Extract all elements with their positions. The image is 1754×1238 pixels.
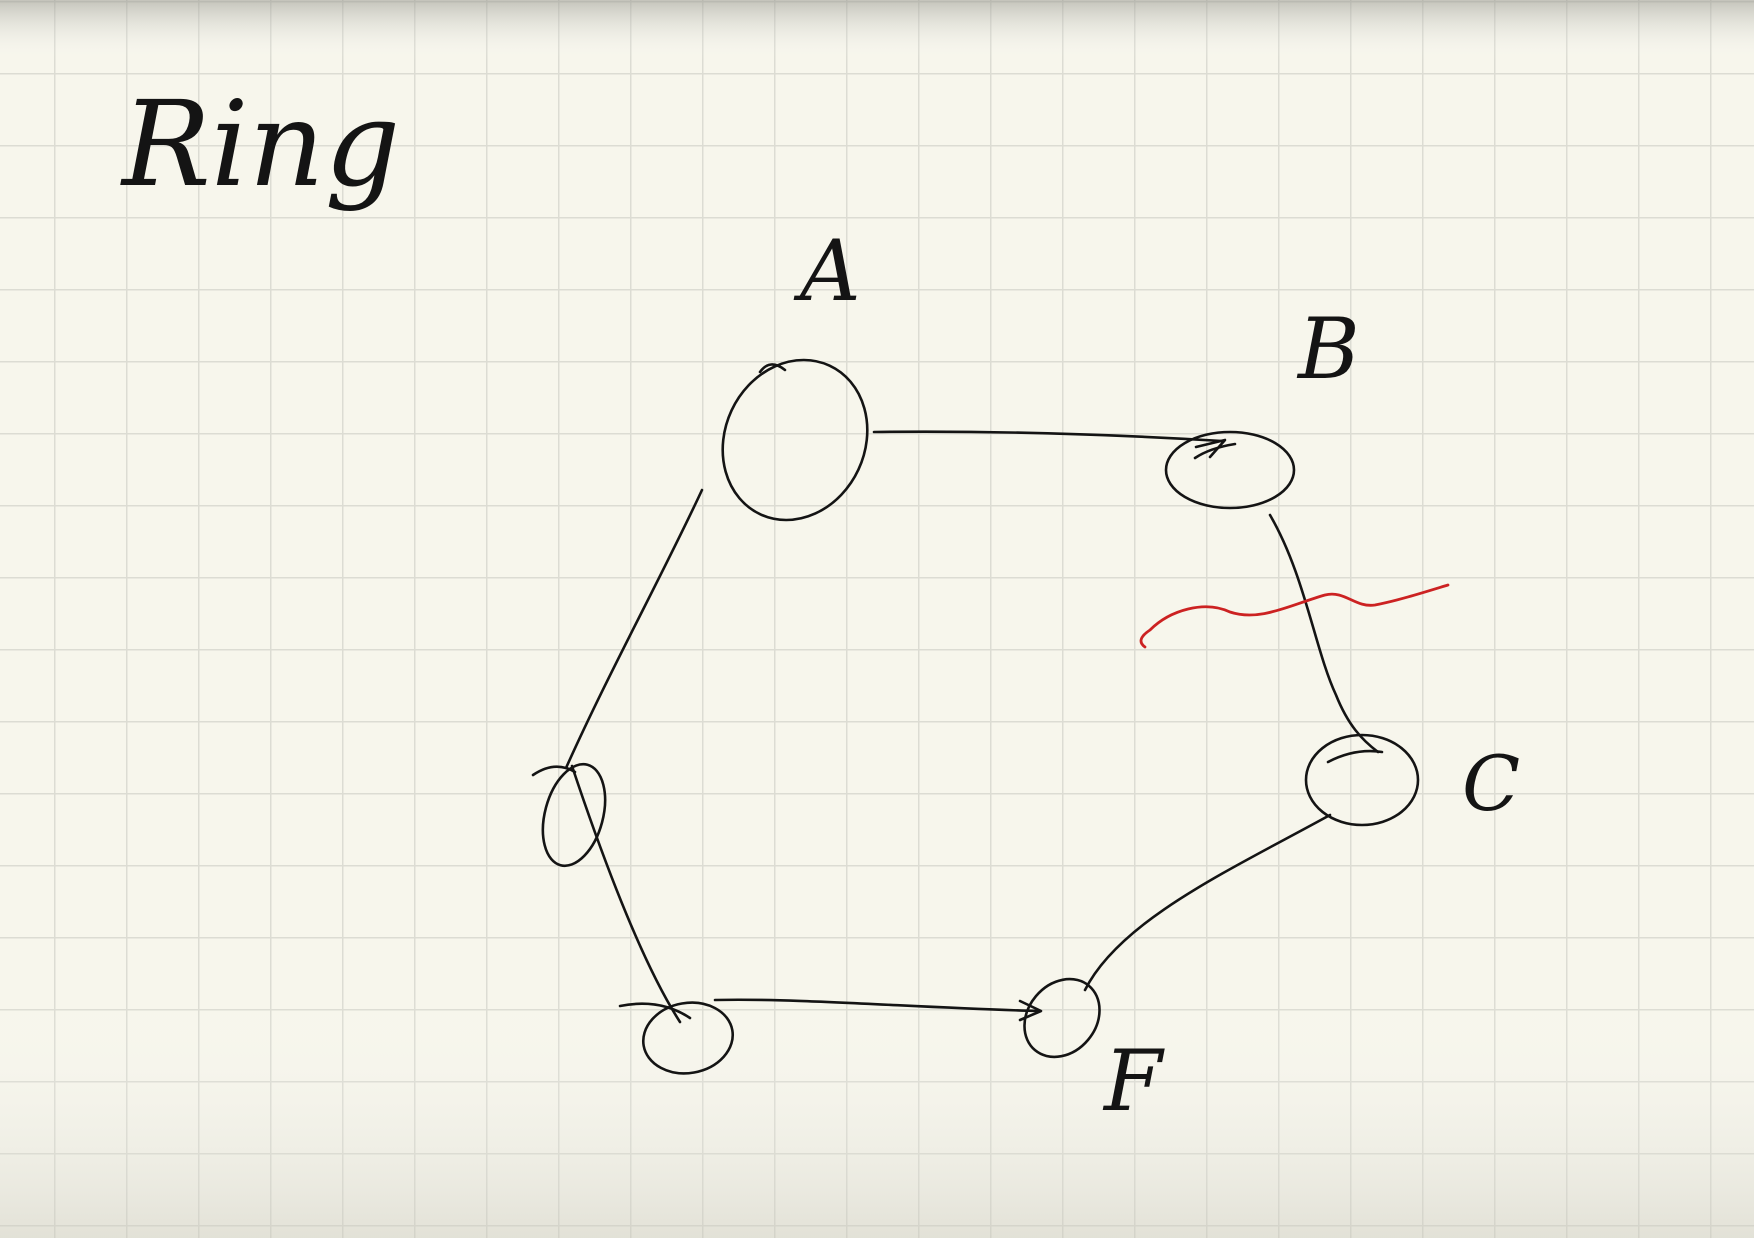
node-e-stroke — [618, 1002, 692, 1020]
node-label-f: F — [1102, 1032, 1165, 1130]
node-a-tick — [758, 363, 787, 374]
node-label-a: A — [793, 222, 861, 320]
node-c — [1304, 733, 1420, 827]
edge-a-b-arrowhead — [1194, 438, 1227, 459]
node-d — [541, 762, 607, 868]
node-e — [641, 1001, 735, 1075]
edge-a-b — [872, 430, 1224, 443]
node-b-tick — [1193, 442, 1237, 460]
diagram-title: Ring — [120, 75, 400, 213]
node-c-tick — [1326, 749, 1384, 764]
node-d-stroke — [531, 765, 577, 777]
edge-a-d — [564, 488, 704, 770]
edge-c-f — [1083, 813, 1332, 992]
link-break-marker — [1139, 583, 1450, 649]
edge-e-f-arrowhead — [1018, 999, 1043, 1022]
node-label-c: C — [1462, 739, 1520, 828]
node-b — [1164, 430, 1296, 510]
edge-e-f — [713, 998, 1040, 1013]
node-f — [1023, 977, 1101, 1059]
node-a — [721, 358, 869, 522]
node-label-b: B — [1296, 300, 1360, 398]
edge-d-e — [570, 764, 682, 1024]
